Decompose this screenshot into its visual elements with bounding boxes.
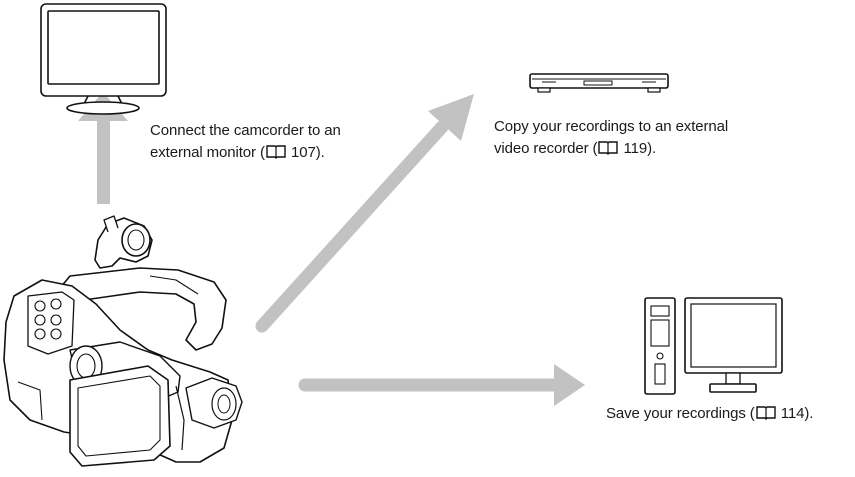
caption-recorder: Copy your recordings to an external vide… — [494, 116, 728, 160]
caption-monitor: Connect the camcorder to an external mon… — [150, 120, 341, 164]
desktop-computer-icon — [645, 298, 782, 394]
caption-recorder-line1: Copy your recordings to an external — [494, 116, 728, 138]
caption-computer-page: 114). — [777, 405, 814, 422]
caption-computer: Save your recordings ( 114). — [606, 403, 813, 425]
video-recorder-icon — [530, 74, 668, 92]
caption-recorder-line2-text: video recorder ( — [494, 140, 597, 157]
camcorder-icon — [4, 216, 242, 466]
caption-monitor-line2: external monitor ( 107). — [150, 142, 341, 164]
caption-monitor-line2-text: external monitor ( — [150, 144, 265, 161]
caption-monitor-line1: Connect the camcorder to an — [150, 120, 341, 142]
caption-computer-line1: Save your recordings ( 114). — [606, 403, 813, 425]
caption-recorder-line2: video recorder ( 119). — [494, 138, 728, 160]
book-icon — [756, 405, 776, 420]
caption-computer-line1-text: Save your recordings ( — [606, 405, 755, 422]
book-icon — [266, 144, 286, 159]
arrow-to-computer — [305, 364, 585, 406]
caption-recorder-page: 119). — [619, 140, 656, 157]
book-icon — [598, 140, 618, 155]
caption-monitor-page: 107). — [287, 144, 325, 161]
